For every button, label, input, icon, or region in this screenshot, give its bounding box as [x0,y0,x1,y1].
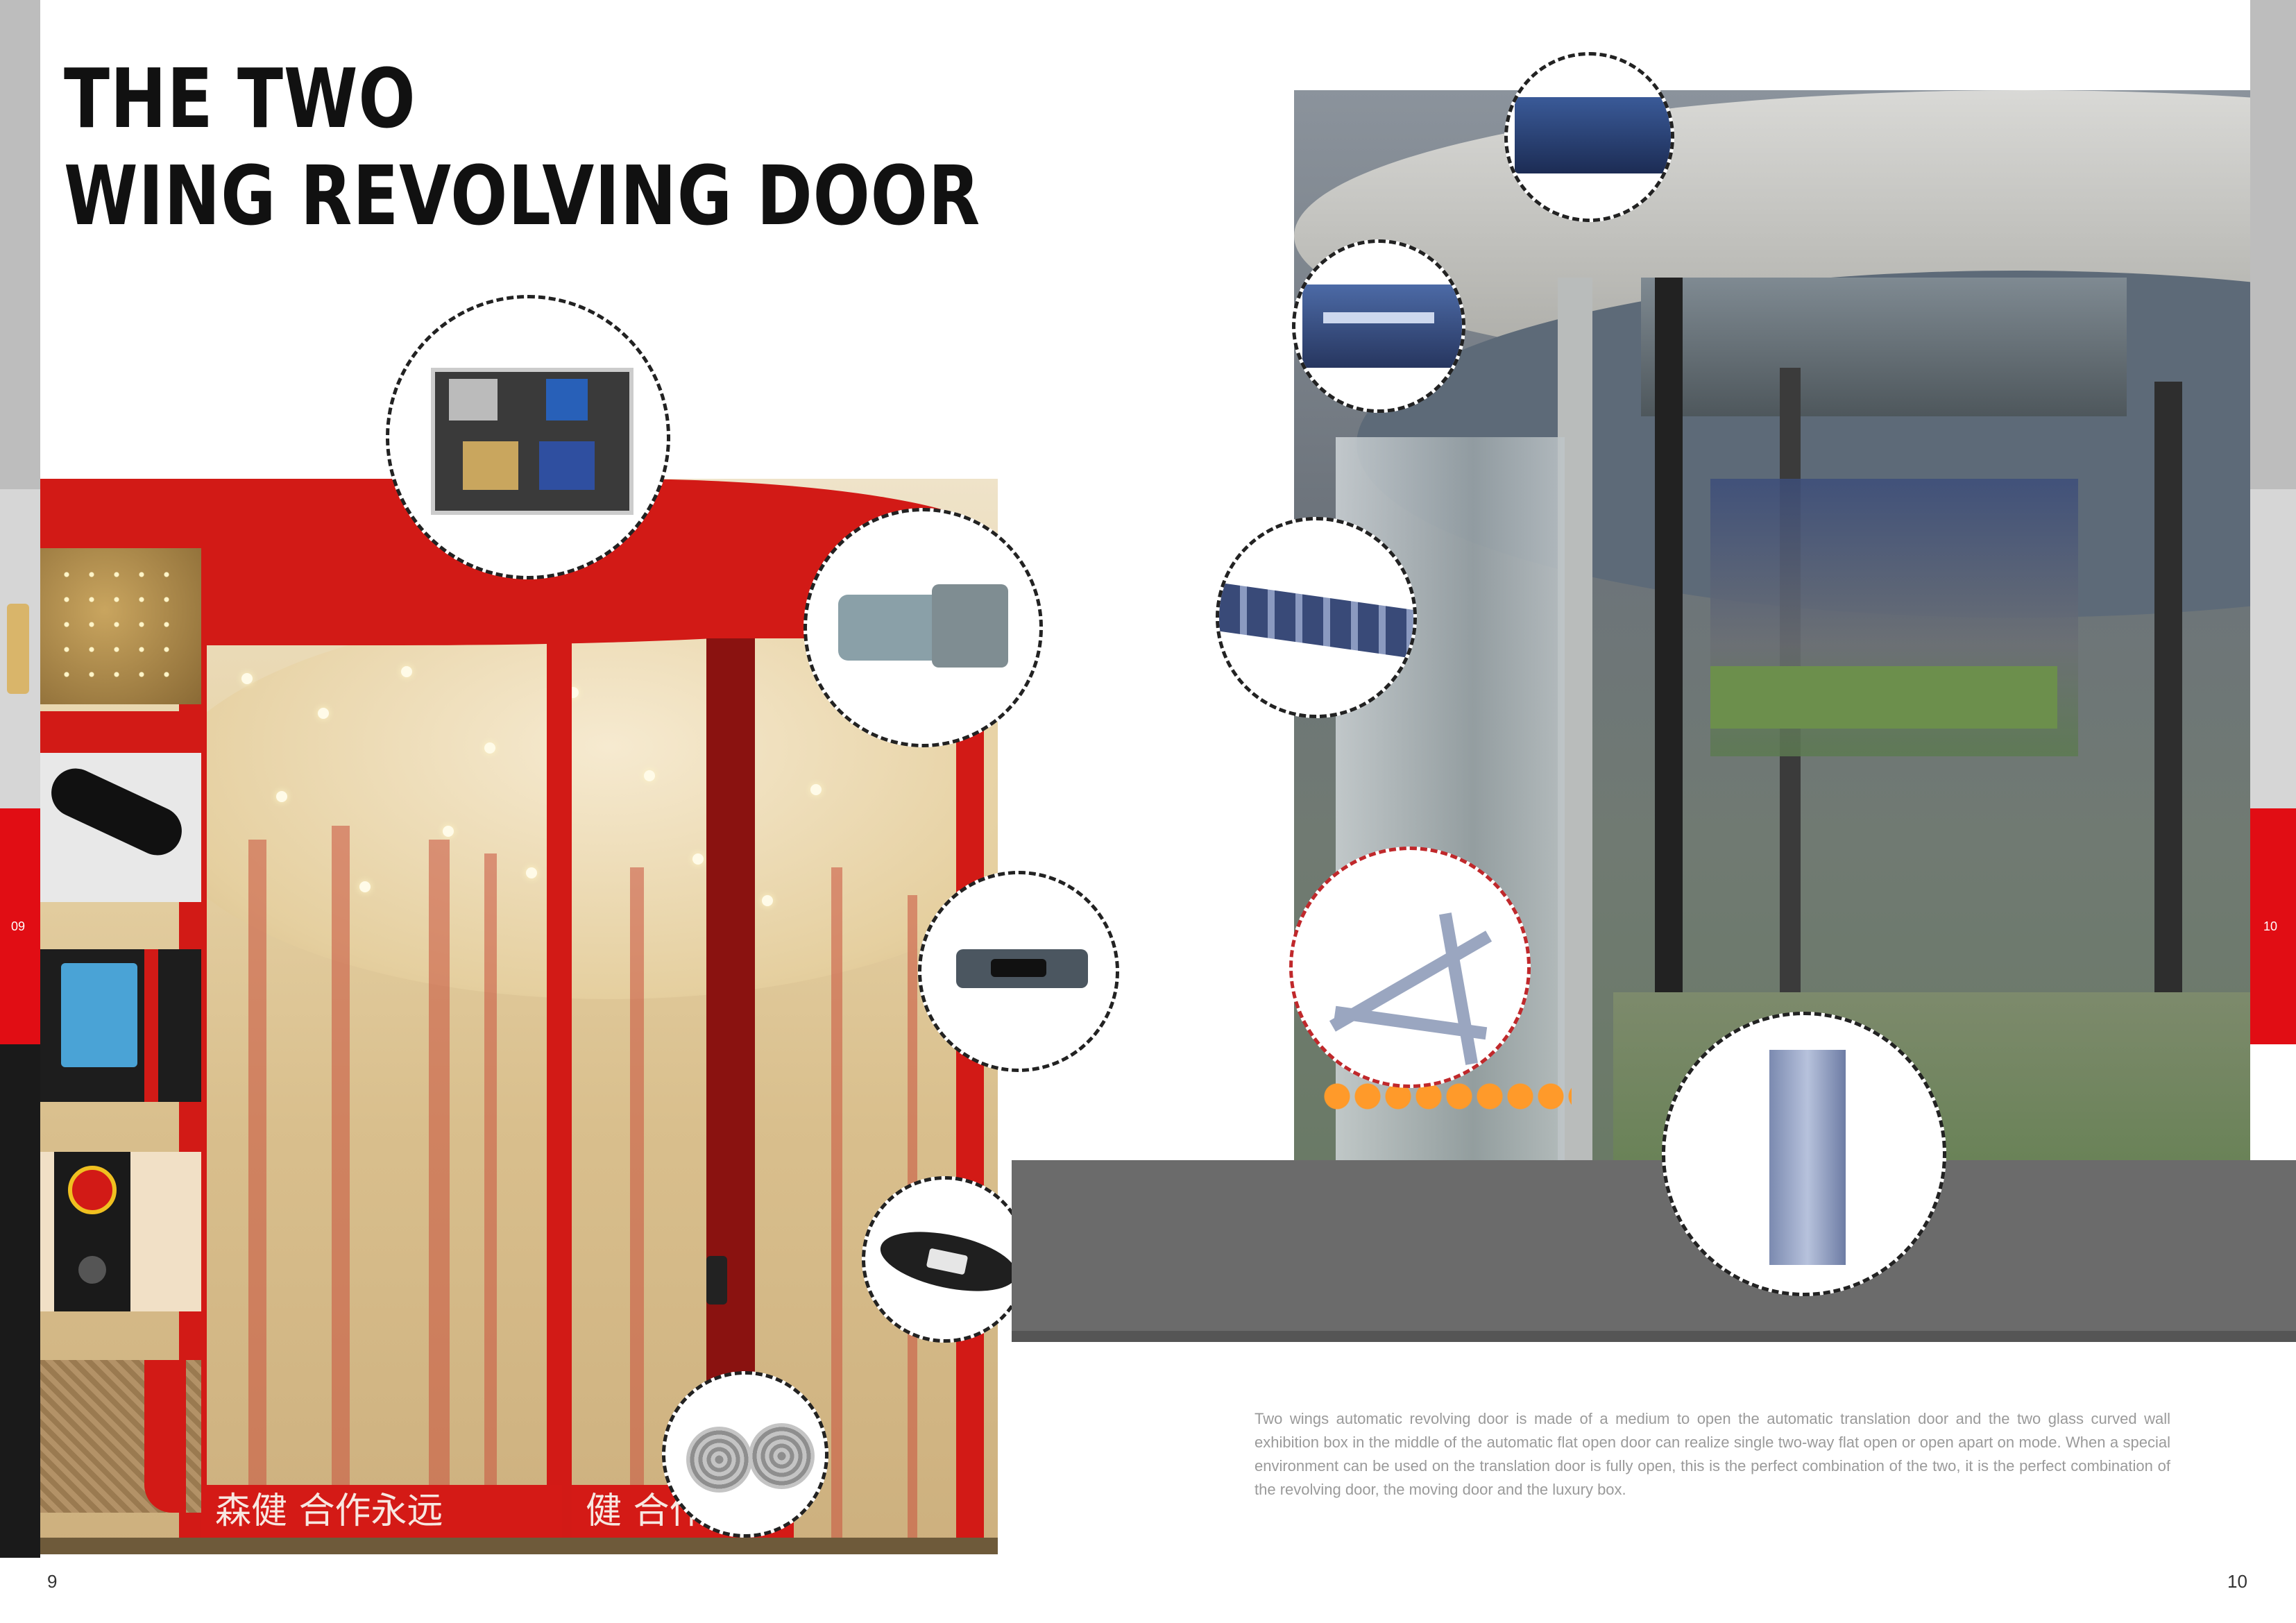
arm-frame-circle [1289,847,1531,1088]
beam-track-icon [1219,582,1413,660]
beam-track-circle [1216,517,1417,718]
key-switch-icon [78,1256,106,1284]
ceiling-light [644,770,655,781]
ceiling-light [318,708,329,719]
control-panel-screen [61,963,137,1067]
pivot-post-circle [1662,1012,1946,1296]
page-number-right: 10 [2227,1571,2247,1592]
control-box-part [463,441,518,490]
ceiling-light [241,673,253,684]
sensor-lens [991,959,1046,977]
page-number-left: 9 [47,1571,58,1592]
handle-bar [43,760,190,863]
ceiling-light [443,826,454,837]
mat-door-edge [144,1360,186,1513]
left-edge-ornament [7,604,29,694]
ceiling-light [526,867,537,878]
vent-cover-icon [686,1427,752,1493]
page-title: THE TWO WING REVOLVING DOOR [64,50,980,244]
control-panel-frame [144,949,158,1102]
canopy-motion-sensor-circle [1504,52,1674,222]
glass-panel-edge [630,867,644,1554]
gear-motor-gearbox [932,584,1008,668]
left-edge-gray-upper [0,0,40,489]
right-edge-gray-middle [2250,489,2296,808]
handle-frame [40,711,201,753]
light-panel-icon [1302,284,1462,368]
glass-panel-edge [248,840,266,1554]
ceiling-light [484,742,495,754]
sensor-circle [918,871,1119,1072]
switch-plate-circle [862,1176,1028,1343]
door-handle [706,1256,727,1305]
gray-band [1012,1160,2296,1341]
thumbnail-floor-mat [40,1360,201,1513]
pivot-post-icon [1769,1050,1846,1265]
vent-cover-icon [749,1423,815,1489]
emergency-button-icon [68,1166,117,1214]
left-edge-red-tab [0,808,40,1044]
control-box-part [539,441,595,490]
ceiling-light [401,666,412,677]
ceiling-trees [1641,278,2127,416]
left-side-tab-number: 09 [11,919,26,933]
light-panel-circle [1292,239,1465,413]
ceiling-light [762,895,773,906]
motion-sensor-icon [1515,97,1671,173]
glass-safety-dots [1322,1076,1572,1117]
ceiling-light [692,853,704,865]
arm-frame-icon [1439,912,1478,1065]
left-edge-dark [0,1044,40,1558]
control-box-circle [386,295,670,579]
right-edge-red-tab [2250,808,2296,1044]
control-box-part [449,379,498,420]
ceiling-light [810,784,822,795]
right-side-tab-number: 10 [2263,919,2278,933]
title-line-1: THE TWO [64,51,416,146]
floor [40,1538,998,1554]
description-paragraph: Two wings automatic revolving door is ma… [1255,1410,2170,1498]
door-post [547,638,572,1554]
thumbnail-emergency-stop [40,1152,201,1311]
ceiling-dots [54,562,186,687]
display-banner [1710,666,2057,729]
ceiling-light [359,881,371,892]
right-edge-gray-upper [2250,0,2296,489]
control-box-icon [431,368,633,515]
door-banner-left: 森健 合作永远 [201,1485,562,1538]
gear-motor-circle [803,508,1043,747]
light-panel-strip [1323,312,1434,323]
glass-panel-edge [484,853,497,1554]
title-line-2: WING REVOLVING DOOR [64,148,981,244]
glass-panel-edge [332,826,350,1554]
glass-panel-edge [831,867,842,1554]
gear-motor-icon [838,595,942,661]
glass-panel-edge [429,840,450,1554]
thumbnail-ceiling-lights [40,548,201,704]
ceiling-light [276,791,287,802]
control-box-part [546,379,588,420]
thumbnail-control-panel [40,949,201,1102]
ventilation-covers-circle [662,1371,828,1538]
thumbnail-handle [40,711,201,902]
gray-band-shadow [1012,1331,2296,1342]
door-post [956,673,984,1554]
